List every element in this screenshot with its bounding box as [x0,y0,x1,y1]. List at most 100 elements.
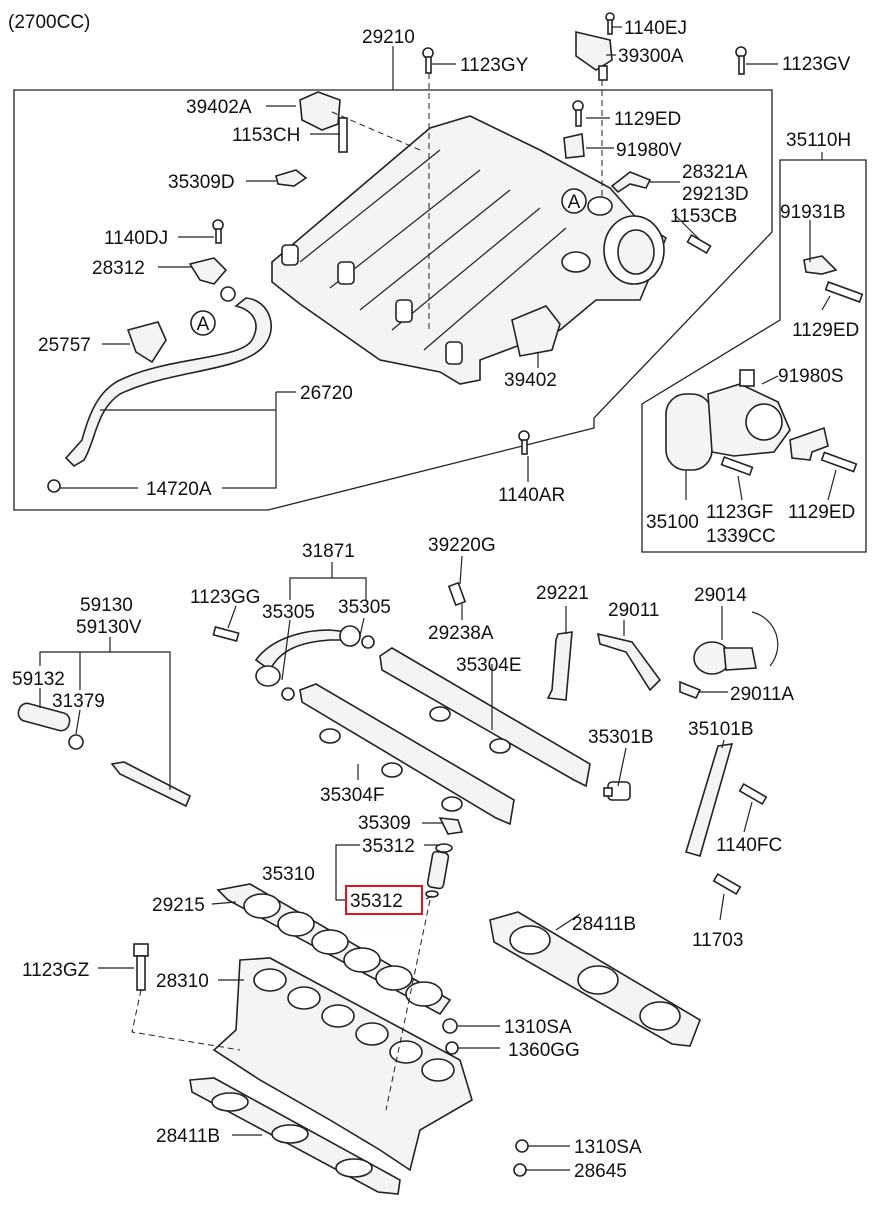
label-91980V: 91980V [616,140,682,161]
map-sensor-39300A [575,30,613,81]
leader-lines [39,26,837,1171]
vacuum-valve-29014 [693,611,779,675]
washer-1360GG [445,1041,459,1055]
bolt-1129ED-right [824,281,864,303]
label-1123GV: 1123GV [782,54,851,75]
label-39300A: 39300A [618,46,684,67]
solenoid-39402 [511,305,561,357]
bolt-11703 [712,872,742,896]
pipe-59130 [110,761,192,808]
gasket-29215 [216,883,452,1016]
label-1140AR: 1140AR [498,485,565,506]
label-28411B-lower: 28411B [156,1126,220,1147]
bolt-1123GV [735,46,747,75]
label-1153CH: 1153CH [232,125,300,146]
breather-hose-26720 [64,297,272,468]
label-39402: 39402 [504,370,557,391]
label-39402A: 39402A [186,97,252,118]
label-35305-right: 35305 [338,597,391,618]
bracket-35101B [684,743,734,857]
sensor-39220G [447,581,467,607]
hose-59132 [17,702,71,732]
engine-variant-label: (2700CC) [8,12,90,33]
fuel-rail-35304E [379,647,591,788]
bolt-1140EJ [605,12,615,35]
label-1129ED-upper: 1129ED [614,109,681,130]
label-29011A: 29011A [730,684,794,705]
bracket-29221 [546,631,573,701]
fuel-rail-35304F [299,683,515,826]
callout-a-left: A [190,310,216,336]
injector-35310 [425,843,453,898]
label-1310SA-lower: 1310SA [574,1137,642,1158]
label-59132: 59132 [12,669,65,690]
label-29238A: 29238A [428,623,494,644]
gasket-28411B-upper [489,911,701,1047]
bracket-91980V [563,133,585,159]
label-91980S: 91980S [778,366,844,387]
hose-fitting-28321A [610,171,652,194]
label-1153CB: 1153CB [670,206,737,227]
bracket-29011 [596,632,662,692]
label-1129ED-right: 1129ED [792,320,859,341]
label-35100: 35100 [646,512,699,533]
oring-35305-left [281,687,295,701]
label-35304E: 35304E [456,655,522,676]
label-35312-highlighted: 35312 [350,891,403,912]
label-29213D: 29213D [682,184,749,205]
vacuum-bracket-39402A [299,91,348,153]
upper-intake-plenum [271,115,668,385]
label-29215: 29215 [152,895,205,916]
label-35101B: 35101B [688,719,754,740]
washer-28645 [513,1163,527,1177]
svg-text:A: A [568,192,581,213]
throttle-body-frame [641,159,867,553]
fuel-rail-crossover-31871 [254,625,361,687]
svg-text:A: A [197,314,210,335]
nut-1310SA-upper [442,1018,458,1034]
label-28312: 28312 [92,258,145,279]
label-35301B: 35301B [588,727,654,748]
nut-1310SA-lower [515,1139,529,1153]
label-59130V: 59130V [76,617,142,638]
bracket-25757 [126,321,167,364]
label-29210: 29210 [362,27,415,48]
label-1339CC: 1339CC [706,526,776,547]
bracket-91980S [789,426,829,461]
label-28411B-upper: 28411B [572,914,636,935]
elbow-28312 [188,257,236,302]
label-11703: 11703 [692,930,743,951]
label-29221: 29221 [536,583,589,604]
label-14720A: 14720A [146,479,212,500]
label-28321A: 28321A [682,162,748,183]
bolt-1129ED-lower [820,451,858,473]
label-1310SA-upper: 1310SA [504,1017,572,1038]
label-25757: 25757 [38,335,91,356]
label-39220G: 39220G [428,535,496,556]
callout-a-right: A [561,188,587,214]
label-35310: 35310 [262,864,315,885]
hose-clamp-14720A [47,479,61,493]
label-1129ED-lower: 1129ED [788,502,855,523]
damper-35301B [603,781,631,801]
label-26720: 26720 [300,383,353,404]
label-1360GG: 1360GG [508,1040,580,1061]
hose-clip-29011A [679,680,702,700]
label-1123GG: 1123GG [190,587,260,608]
bolt-1140DJ [212,219,224,244]
bracket-91931B [803,255,838,275]
label-31379: 31379 [52,691,105,712]
bolt-1123GY [422,47,434,74]
gasket-28411B-lower [189,1077,401,1195]
label-29011: 29011 [608,600,659,621]
bolt-1140AR [518,430,530,455]
clip-35309D [275,169,308,187]
label-31871: 31871 [302,541,355,562]
bolt-1140FC [738,782,768,806]
label-35309: 35309 [358,813,411,834]
lower-intake-manifold-28310 [212,957,473,1172]
label-1123GY: 1123GY [460,55,529,76]
label-91931B: 91931B [780,202,846,223]
throttle-body-35100 [665,369,791,471]
bolt-1123GG [212,626,240,642]
